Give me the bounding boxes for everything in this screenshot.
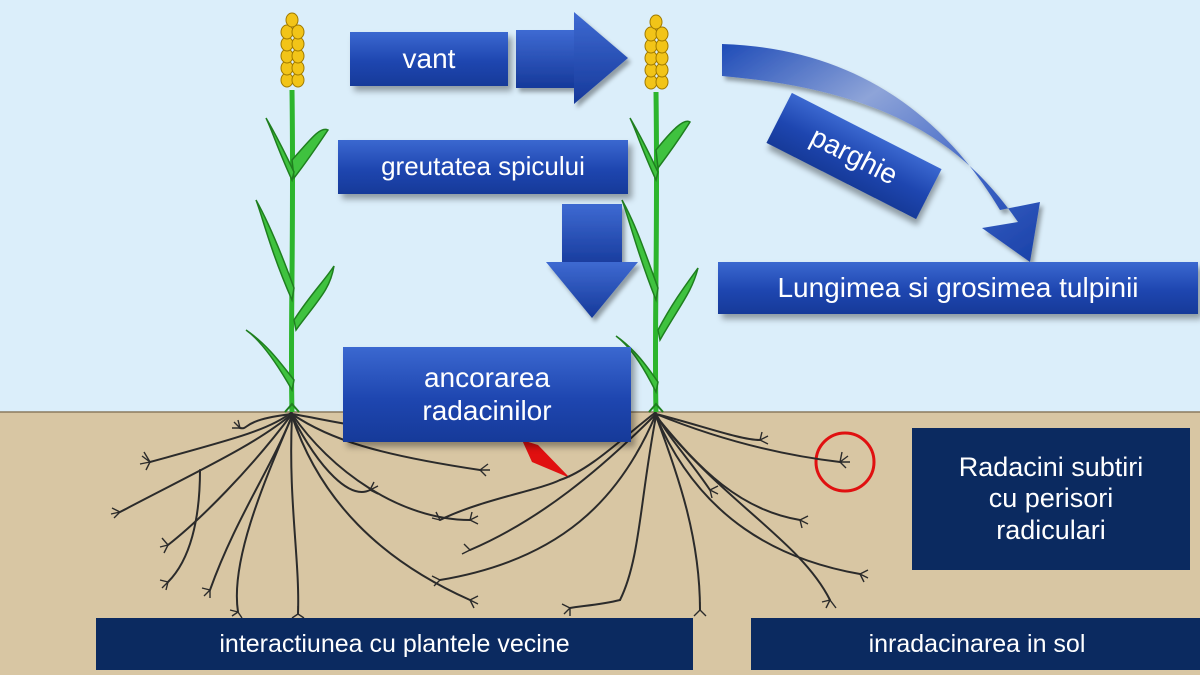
- neighbors-label: interactiunea cu plantele vecine: [96, 618, 693, 670]
- weight-arrow: [546, 204, 638, 318]
- anchoring-label-line1: ancorarea: [423, 362, 551, 394]
- root-hairs: [110, 419, 869, 619]
- anchoring-label-line2: radacinilor: [422, 394, 552, 426]
- fine-roots-line2: cu perisori: [988, 483, 1114, 514]
- wind-arrow: [516, 12, 628, 104]
- fine-roots-label: Radacini subtiri cu perisori radiculari: [912, 428, 1190, 570]
- stem-label: Lungimea si grosimea tulpinii: [718, 262, 1198, 314]
- rooting-label: inradacinarea in sol: [751, 618, 1200, 670]
- roots-right: [439, 411, 861, 611]
- stem-label-text: Lungimea si grosimea tulpinii: [777, 271, 1139, 303]
- anchoring-label: ancorarea radacinilor: [343, 347, 631, 442]
- root-hair-highlight: [814, 431, 876, 493]
- wind-label-text: vant: [402, 42, 456, 74]
- ear-weight-label-text: greutatea spicului: [381, 151, 585, 182]
- fine-roots-line3: radiculari: [996, 514, 1106, 545]
- rooting-label-text: inradacinarea in sol: [868, 629, 1086, 658]
- neighbors-label-text: interactiunea cu plantele vecine: [219, 629, 570, 658]
- fine-roots-line1: Radacini subtiri: [958, 452, 1144, 483]
- wheat-plant-left: [245, 12, 335, 413]
- lever-arrow: [722, 44, 1040, 262]
- ear-weight-label: greutatea spicului: [338, 140, 628, 194]
- anchor-pointer: [522, 440, 570, 478]
- wind-label: vant: [350, 32, 508, 86]
- wheat-plant-right: [615, 14, 699, 413]
